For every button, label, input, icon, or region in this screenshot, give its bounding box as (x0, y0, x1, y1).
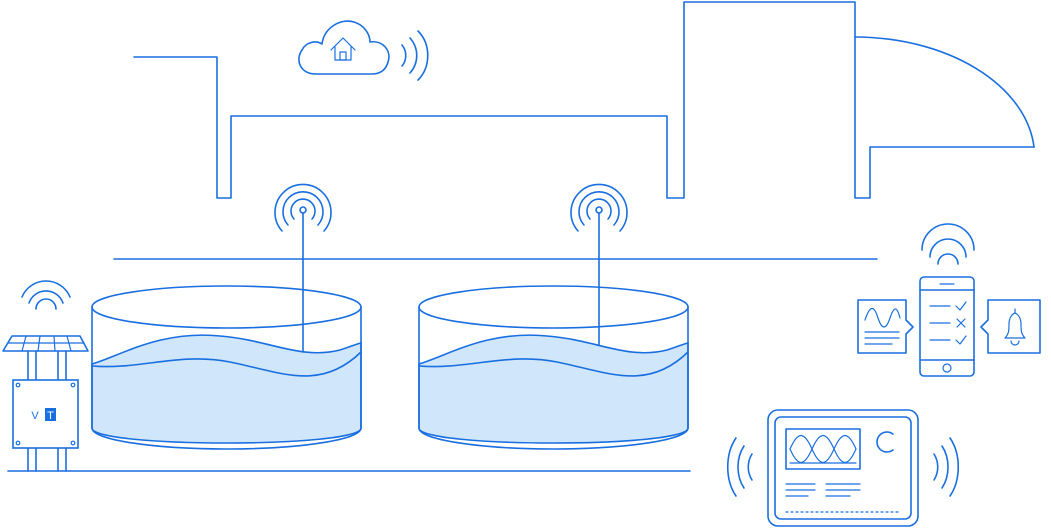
water-tank-icon (91, 285, 362, 450)
water-tank-icon (418, 285, 689, 450)
bell-card-icon (980, 299, 1041, 354)
wifi-signal-icon (727, 437, 959, 497)
gateway-box: V T (12, 379, 79, 449)
building-outline (133, 1, 1035, 199)
smartphone-checklist-icon (919, 276, 975, 377)
cloud-home-icon (298, 20, 390, 75)
wifi-signal-icon (21, 280, 71, 310)
badge-letter-v: V (31, 410, 39, 422)
wifi-signal-icon (921, 223, 975, 265)
tablet-dashboard-icon (767, 409, 919, 527)
level-sensor-icon (570, 183, 628, 396)
wifi-signal-icon (401, 30, 429, 81)
chart-card-icon (857, 299, 914, 354)
badge-letter-t: T (47, 410, 54, 422)
